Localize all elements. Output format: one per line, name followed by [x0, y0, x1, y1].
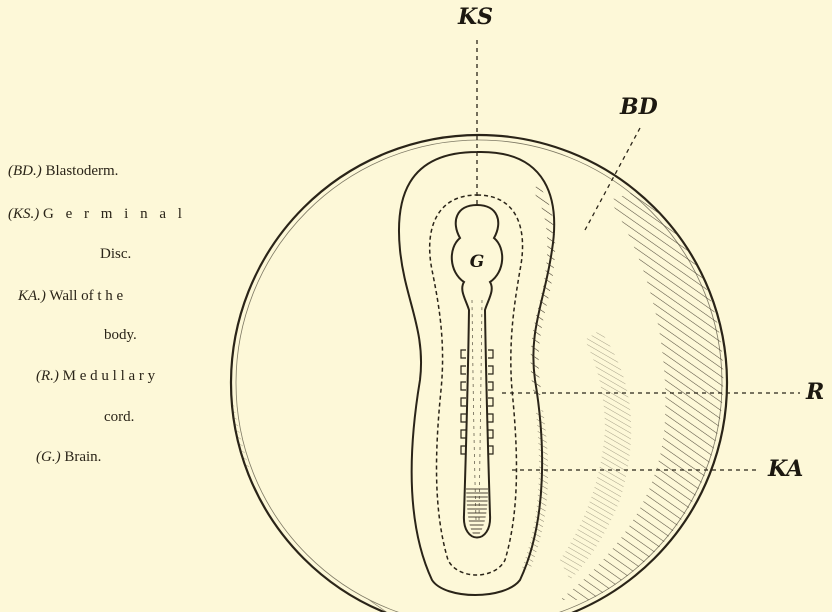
brain-label: G [470, 252, 485, 272]
callout-bd: BD [620, 94, 658, 120]
callout-ks: KS [458, 4, 493, 30]
blastoderm-sphere [231, 135, 727, 612]
somites [461, 350, 493, 454]
callout-r: R [806, 379, 824, 405]
disc-rim-shading [531, 185, 556, 395]
callout-ka: KA [768, 456, 803, 482]
